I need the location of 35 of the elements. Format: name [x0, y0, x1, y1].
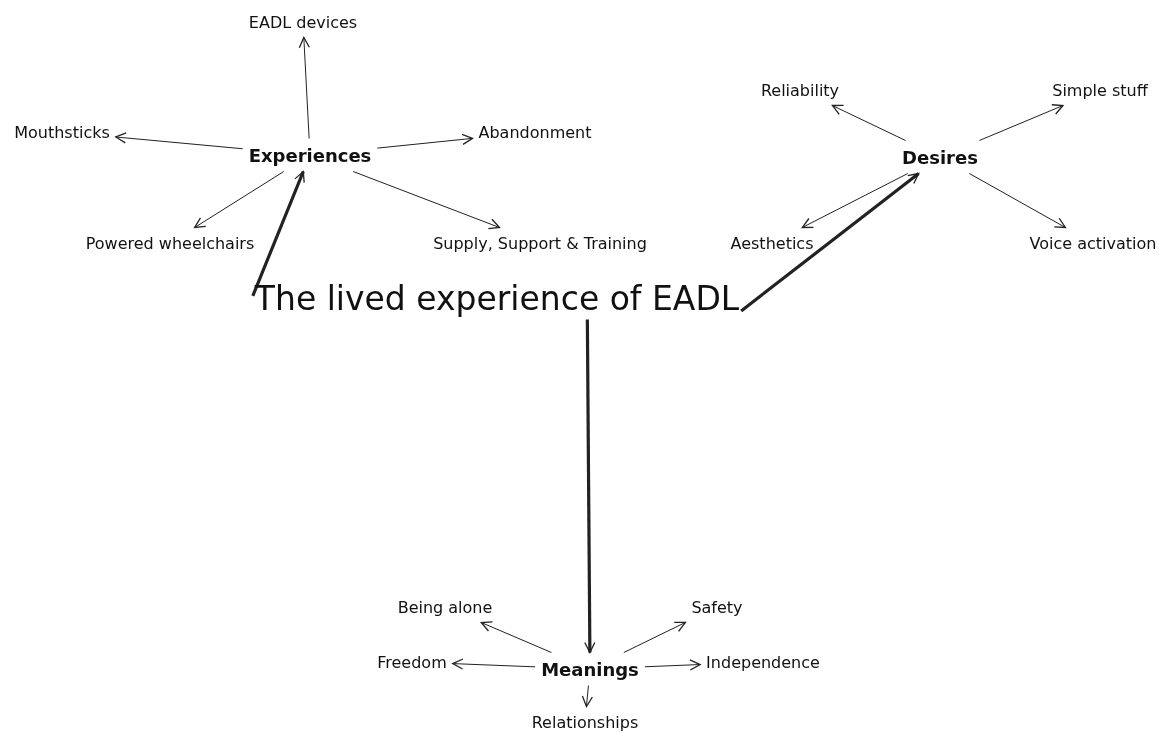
node-label: Experiences [246, 142, 374, 168]
arrow [831, 104, 906, 141]
node-label: EADL devices [246, 10, 360, 34]
arrow [801, 173, 909, 229]
node-label: Simple stuff [1050, 78, 1150, 102]
arrow [581, 685, 594, 708]
node-label: Aesthetics [728, 231, 816, 255]
node-label: Powered wheelchairs [83, 231, 257, 255]
node-label: Freedom [375, 650, 449, 674]
arrow [452, 658, 536, 670]
arrow [740, 172, 920, 313]
arrow [194, 171, 285, 229]
arrow [584, 319, 596, 654]
node-label: Voice activation [1027, 231, 1159, 255]
arrow [298, 36, 310, 139]
arrow [480, 621, 552, 653]
node-label: Meanings [539, 656, 641, 682]
arrow [644, 659, 701, 671]
node-label: Independence [704, 650, 822, 674]
node-label: Safety [689, 595, 745, 619]
node-label: Abandonment [476, 120, 594, 144]
arrow [978, 104, 1064, 141]
arrow [251, 170, 305, 297]
node-label: Mouthsticks [12, 120, 112, 144]
node-label: Desires [900, 144, 980, 170]
arrow [376, 133, 474, 149]
arrow [115, 132, 244, 150]
node-label: Reliability [758, 78, 842, 102]
arrow [968, 173, 1067, 229]
arrow [623, 621, 687, 653]
node-label: Supply, Support & Training [431, 231, 649, 255]
node-label: Being alone [395, 595, 495, 619]
node-label: Relationships [529, 710, 641, 734]
node-label: The lived experience of EADL [252, 276, 742, 320]
arrow [352, 171, 501, 230]
